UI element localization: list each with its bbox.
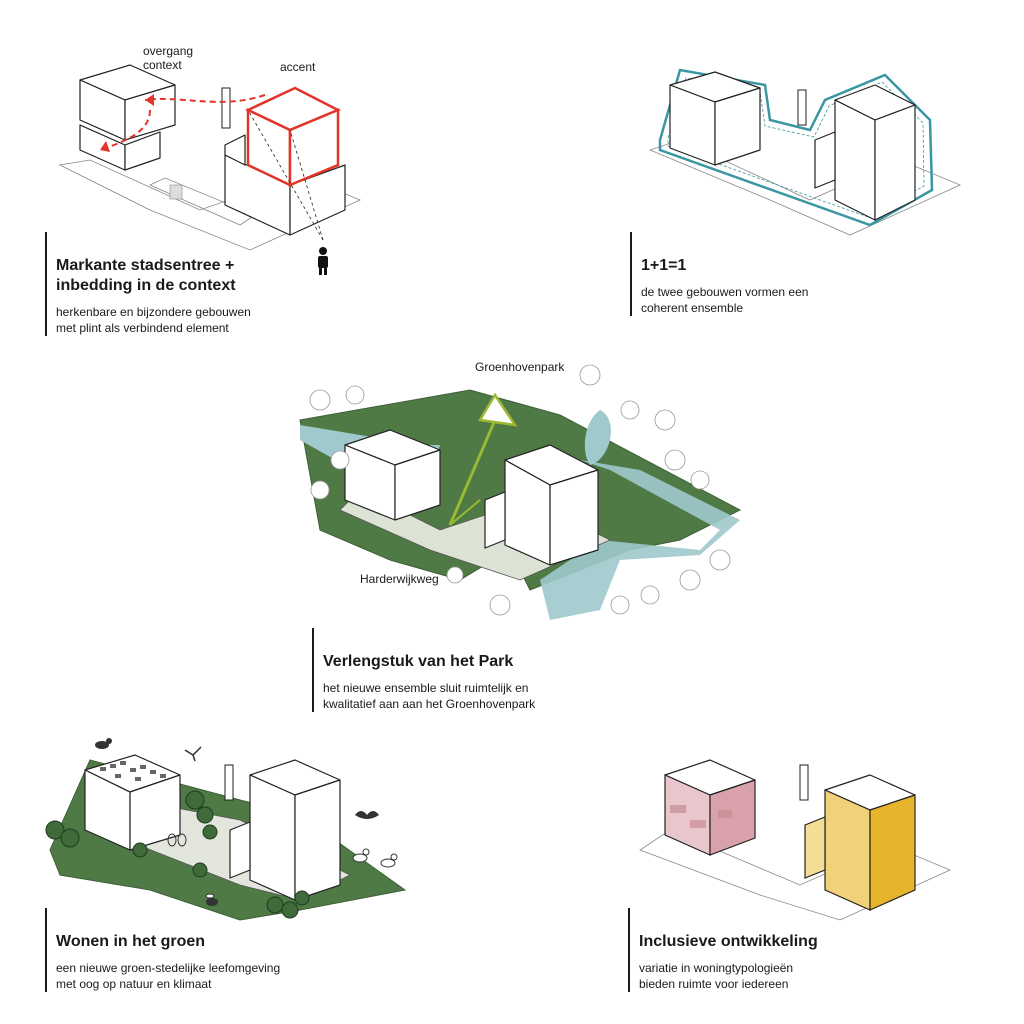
caption-park: Verlengstuk van het Park het nieuwe ense… (312, 628, 643, 712)
panel-inclusief: Inclusieve ontwikkeling variatie in woni… (620, 720, 1020, 1020)
caption-text: herkenbare en bijzondere gebouwen met pl… (56, 305, 251, 335)
caption-stadsentree: Markante stadsentree + inbedding in de c… (45, 232, 376, 336)
caption-text: de twee gebouwen vormen een coherent ens… (641, 285, 809, 315)
caption-title: 1+1=1 (641, 257, 687, 274)
person-icon (318, 247, 328, 275)
butterfly-icon (167, 833, 187, 847)
diagram-stadsentree (58, 64, 362, 275)
caption-ensemble: 1+1=1 de twee gebouwen vormen een cohere… (630, 232, 901, 316)
swallow-icon (184, 746, 202, 762)
label-harderwijkweg: Harderwijkweg (360, 572, 439, 586)
caption-title: Markante stadsentree + inbedding in de c… (56, 257, 236, 294)
caption-groen: Wonen in het groen een nieuwe groen-sted… (45, 908, 386, 992)
duck-icon (352, 848, 398, 868)
bat-icon (355, 811, 379, 819)
panel-park: Groenhovenpark Harderwijkweg Verlengstuk… (280, 350, 760, 712)
label-accent: accent (280, 60, 316, 74)
caption-text: het nieuwe ensemble sluit ruimtelijk en … (323, 681, 536, 711)
diagram-park (299, 364, 742, 620)
panel-groen: Wonen in het groen een nieuwe groen-sted… (0, 720, 420, 1020)
caption-inclusief: Inclusieve ontwikkeling variatie in woni… (628, 908, 939, 992)
caption-title: Wonen in het groen (56, 933, 206, 950)
caption-text: variatie in woningtypologieën bieden rui… (639, 961, 794, 991)
diagram-ensemble (648, 68, 962, 236)
caption-title: Inclusieve ontwikkeling (639, 933, 818, 950)
diagram-groen (45, 738, 407, 921)
caption-title: Verlengstuk van het Park (323, 653, 514, 670)
bird-icon (95, 738, 112, 749)
caption-text: een nieuwe groen-stedelijke leefomgeving… (56, 961, 281, 991)
panel-stadsentree: overgang context accent Markante stadsen… (0, 0, 400, 340)
label-groenhovenpark: Groenhovenpark (475, 360, 565, 374)
diagram-inclusief (639, 759, 952, 921)
panel-ensemble: 1+1=1 de twee gebouwen vormen een cohere… (620, 0, 1020, 340)
label-overgang-context: overgang context (143, 44, 194, 72)
bee-icon (205, 893, 218, 906)
